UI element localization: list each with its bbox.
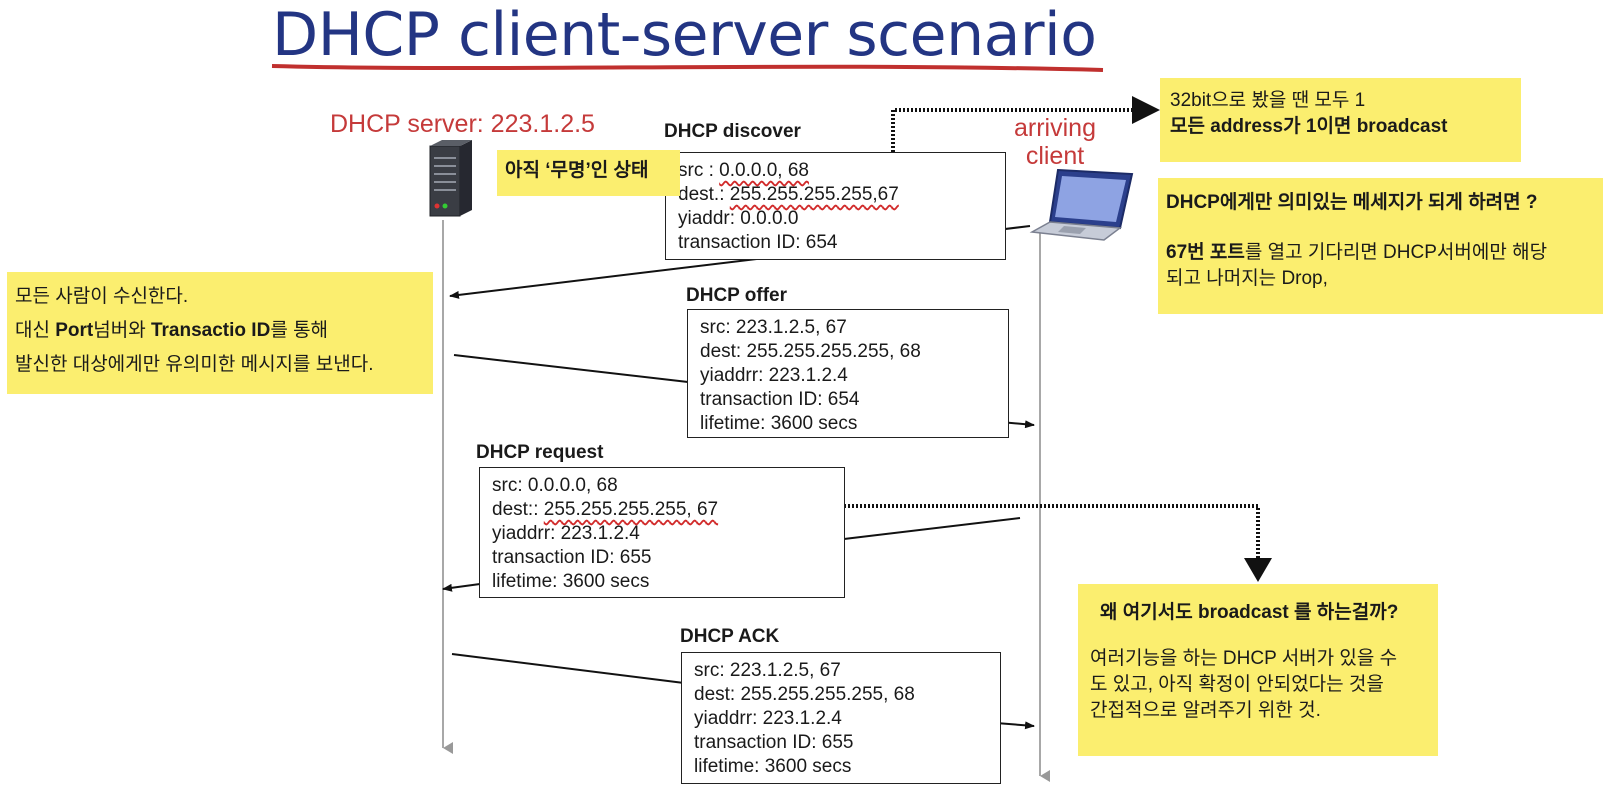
discover-src: src : 0.0.0.0, 68 xyxy=(678,160,809,181)
ack-arrow-tip xyxy=(995,721,1035,730)
note-broadcast-line1: 32bit으로 봤을 땐 모두 1 xyxy=(1170,90,1366,111)
note-port-spacer xyxy=(1166,216,1595,240)
note-why-title: 왜 여기서도 broadcast 를 하는걸까? xyxy=(1100,602,1399,623)
discover-label: DHCP discover xyxy=(664,121,801,142)
note-port-line1: 67번 포트를 열고 기다리면 DHCP서버에만 해당 xyxy=(1166,242,1548,263)
ack-transaction: transaction ID: 655 xyxy=(694,732,854,753)
discover-box: src : 0.0.0.0, 68 dest.: 255.255.255.255… xyxy=(665,152,1006,260)
request-box: src: 0.0.0.0, 68 dest:: 255.255.255.255,… xyxy=(479,467,845,598)
why-callout-arrow xyxy=(748,504,1272,582)
title-underline xyxy=(271,64,1104,72)
offer-lifetime: lifetime: 3600 secs xyxy=(700,413,858,434)
ack-src: src: 223.1.2.5, 67 xyxy=(694,660,841,681)
client-label: arriving client xyxy=(1000,114,1110,170)
client-label-line2: client xyxy=(1025,142,1085,170)
note-receive-line1: 모든 사람이 수신한다. xyxy=(15,286,189,307)
offer-box: src: 223.1.2.5, 67 dest: 255.255.255.255… xyxy=(687,309,1009,438)
note-why-line3: 간접적으로 알려주기 위한 것. xyxy=(1090,700,1321,721)
note-receive: 모든 사람이 수신한다. 대신 Port넘버와 Transactio ID를 통… xyxy=(7,272,433,394)
offer-arrow xyxy=(453,354,689,383)
request-transaction: transaction ID: 655 xyxy=(492,547,652,568)
request-yiaddr: yiaddrr: 223.1.2.4 xyxy=(492,523,640,544)
ack-label: DHCP ACK xyxy=(680,626,780,647)
note-broadcast: 32bit으로 봤을 땐 모두 1 모든 address가 1이면 broadc… xyxy=(1160,78,1521,162)
note-why-line2: 도 있고, 아직 확정이 안되었다는 것을 xyxy=(1090,674,1384,695)
note-receive-line3: 발신한 대상에게만 유의미한 메시지를 보낸다. xyxy=(15,354,374,375)
discover-dest: dest.: 255.255.255.255,67 xyxy=(678,184,899,205)
offer-label: DHCP offer xyxy=(686,285,787,306)
broadcast-callout-arrow xyxy=(891,96,1160,180)
note-port: DHCP에게만 의미있는 메세지가 되게 하려면 ? 67번 포트를 열고 기다… xyxy=(1158,178,1603,314)
note-why: 왜 여기서도 broadcast 를 하는걸까? 여러기능을 하는 DHCP 서… xyxy=(1078,584,1438,756)
page-title: DHCP client-server scenario xyxy=(272,0,1097,70)
discover-transaction: transaction ID: 654 xyxy=(678,232,838,253)
ack-yiaddr: yiaddrr: 223.1.2.4 xyxy=(694,708,842,729)
request-lifetime: lifetime: 3600 secs xyxy=(492,571,650,592)
note-broadcast-line2: 모든 address가 1이면 broadcast xyxy=(1170,116,1448,137)
discover-yiaddr: yiaddr: 0.0.0.0 xyxy=(678,208,799,229)
note-why-line1: 여러기능을 하는 DHCP 서버가 있을 수 xyxy=(1090,648,1398,669)
note-receive-line2: 대신 Port넘버와 Transactio ID를 통해 xyxy=(15,320,329,341)
ack-arrow xyxy=(451,653,685,684)
request-arrow-tip xyxy=(442,583,481,592)
offer-src: src: 223.1.2.5, 67 xyxy=(700,317,847,338)
laptop-icon xyxy=(1029,168,1134,241)
request-dest: dest:: 255.255.255.255, 67 xyxy=(492,499,719,520)
request-arrow xyxy=(843,517,1021,540)
server-label: DHCP server: 223.1.2.5 xyxy=(330,110,595,138)
request-src: src: 0.0.0.0, 68 xyxy=(492,475,618,496)
ack-dest: dest: 255.255.255.255, 68 xyxy=(694,684,915,705)
request-label: DHCP request xyxy=(476,442,604,463)
offer-yiaddr: yiaddrr: 223.1.2.4 xyxy=(700,365,848,386)
ack-box: src: 223.1.2.5, 67 dest: 255.255.255.255… xyxy=(681,652,1001,784)
note-anonymous: 아직 ‘무명’인 상태 xyxy=(497,150,680,196)
note-port-line2: 되고 나머지는 Drop, xyxy=(1166,268,1328,289)
offer-dest: dest: 255.255.255.255, 68 xyxy=(700,341,921,362)
note-port-title: DHCP에게만 의미있는 메세지가 되게 하려면 ? xyxy=(1166,192,1538,213)
server-icon xyxy=(429,140,472,217)
offer-transaction: transaction ID: 654 xyxy=(700,389,860,410)
client-label-line1: arriving xyxy=(1014,114,1096,142)
ack-lifetime: lifetime: 3600 secs xyxy=(694,756,852,777)
note-why-spacer xyxy=(1090,626,1426,646)
